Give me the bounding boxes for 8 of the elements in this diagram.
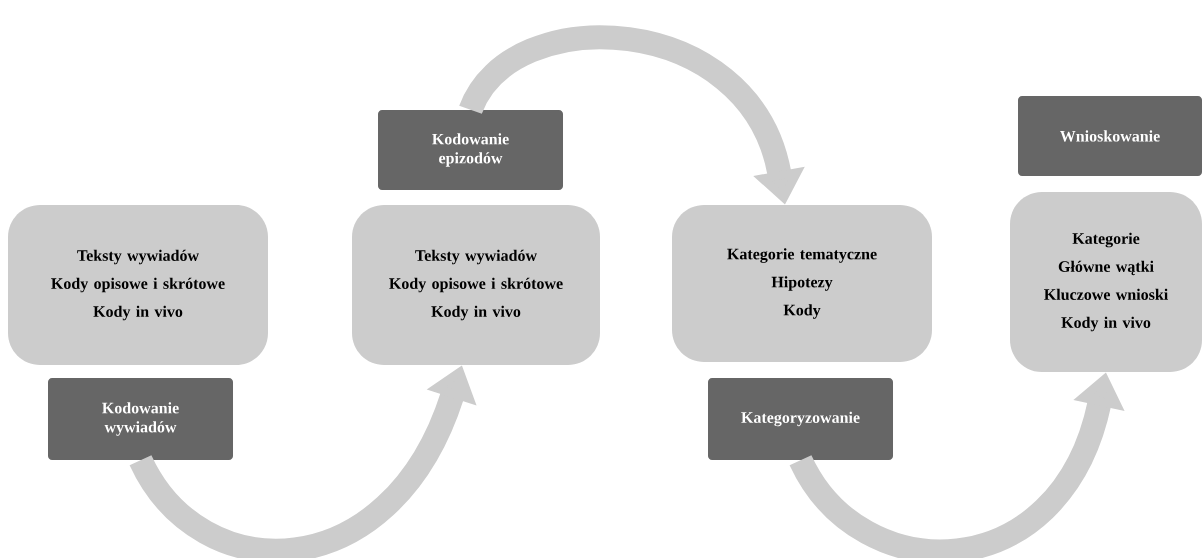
step-box: Kodowanie epizodów: [378, 110, 563, 190]
content-box: Kategorie Główne wątki Kluczowe wnioski Kody in vivo: [1010, 192, 1202, 372]
content-box: Kategorie tematyczne Hipotezy Kody: [672, 205, 932, 362]
content-box: Teksty wywiadów Kody opisowe i skrótowe Kody in vivo: [352, 205, 600, 365]
step-box: Kodowanie wywiadów: [48, 378, 233, 460]
step-box: Kategoryzowanie: [708, 378, 893, 460]
step-box: Wnioskowanie: [1018, 96, 1202, 176]
content-box: Teksty wywiadów Kody opisowe i skrótowe Kody in vivo: [8, 205, 268, 365]
